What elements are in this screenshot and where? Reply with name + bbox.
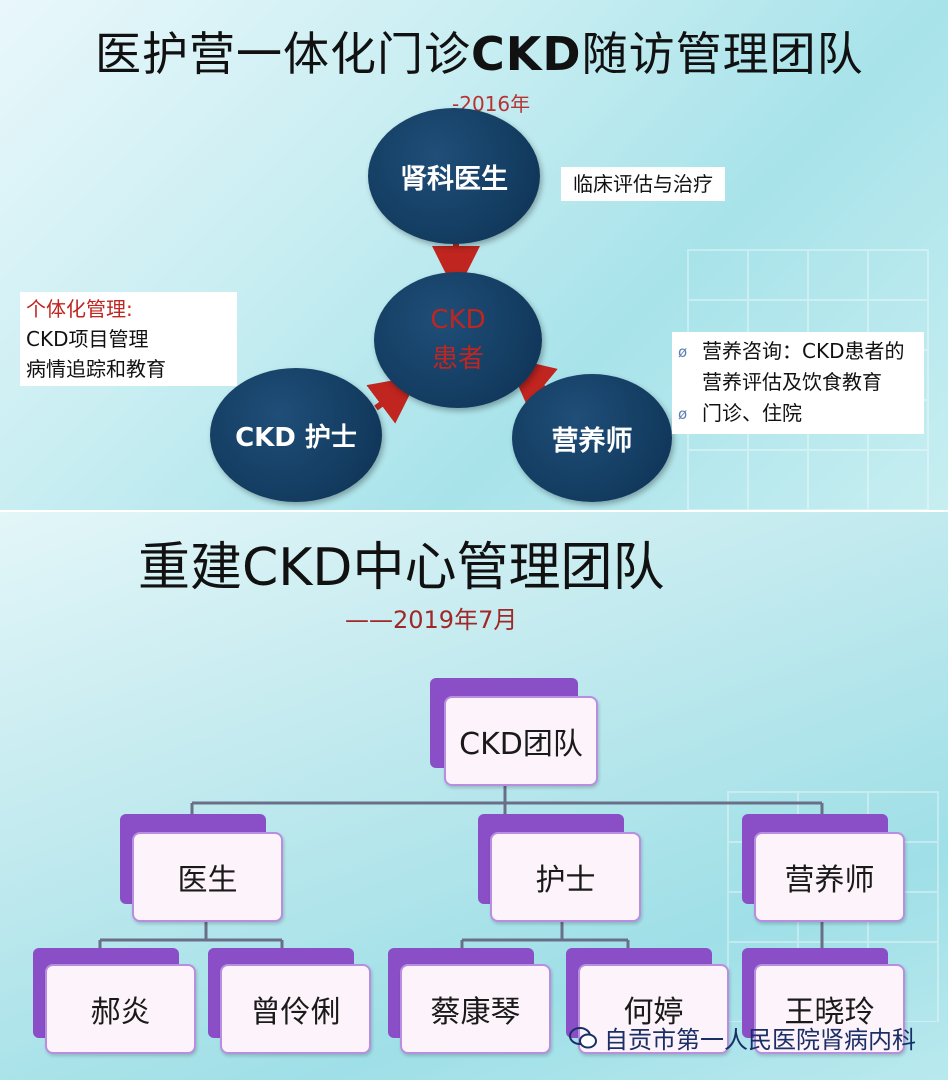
org-group-label: 医生	[132, 832, 283, 922]
org-member-label: 何婷	[578, 964, 729, 1054]
node-doctor: 肾科医生	[368, 108, 540, 244]
top-panel: 医护营一体化门诊CKD随访管理团队 -2016年 肾科医生 CKD 患者 CKD…	[0, 0, 948, 510]
org-group-label: 营养师	[754, 832, 905, 922]
org-member-node: 曾伶俐	[208, 948, 373, 1056]
top-title: 医护营一体化门诊CKD随访管理团队	[95, 27, 864, 81]
org-member-node: 蔡康琴	[388, 948, 553, 1056]
org-group-label: 护士	[490, 832, 641, 922]
individual-heading: 个体化管理:	[26, 297, 133, 321]
bottom-date: ——2019年7月	[345, 606, 518, 634]
watermark: 自贡市第一人民医院肾病内科	[568, 1020, 916, 1055]
bullet-icon: ø	[678, 405, 688, 423]
org-group-node: 营养师	[742, 814, 907, 922]
nutrition-item-text: 门诊、住院	[702, 401, 802, 425]
bullet-icon: ø	[678, 343, 688, 361]
org-member-label: 蔡康琴	[400, 964, 551, 1054]
wechat-icon	[569, 1026, 597, 1048]
individual-line: 病情追踪和教育	[26, 357, 166, 381]
nutrition-box: ø 营养咨询：CKD患者的营养评估及饮食教育 ø 门诊、住院	[672, 332, 924, 434]
node-nurse: CKD 护士	[210, 368, 382, 502]
org-member-node: 王晓玲	[742, 948, 907, 1056]
watermark-text: 自贡市第一人民医院肾病内科	[604, 1026, 916, 1054]
node-patient: CKD 患者	[374, 272, 542, 408]
org-member-node: 郝炎	[33, 948, 198, 1056]
bottom-title: 重建CKD中心管理团队	[138, 538, 665, 598]
nutrition-item: ø 门诊、住院	[678, 398, 918, 430]
org-root-label: CKD团队	[444, 696, 598, 786]
individual-management-box: 个体化管理: CKD项目管理 病情追踪和教育	[20, 292, 237, 386]
org-member-node: 何婷	[566, 948, 731, 1056]
org-root-node: CKD团队	[430, 678, 598, 786]
node-nutritionist: 营养师	[512, 374, 672, 502]
individual-line: CKD项目管理	[26, 327, 149, 351]
clinical-box: 临床评估与治疗	[561, 167, 725, 201]
org-member-label: 曾伶俐	[220, 964, 371, 1054]
org-group-node: 护士	[478, 814, 643, 922]
org-member-label: 郝炎	[45, 964, 196, 1054]
node-patient-label: CKD 患者	[430, 305, 486, 374]
nutrition-item: ø 营养咨询：CKD患者的营养评估及饮食教育	[678, 336, 918, 398]
nutrition-item-text: 营养咨询：CKD患者的营养评估及饮食教育	[702, 339, 905, 394]
org-member-label: 王晓玲	[754, 964, 905, 1054]
org-group-node: 医生	[120, 814, 285, 922]
arrow-nurse-to-patient	[366, 375, 420, 424]
